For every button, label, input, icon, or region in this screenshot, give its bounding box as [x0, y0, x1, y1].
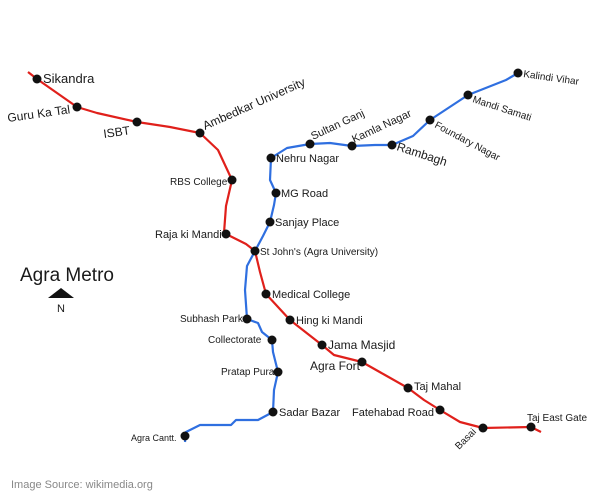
label-guru-ka-tal: Guru Ka Tal — [6, 102, 70, 125]
station-pratap-pura[interactable] — [273, 367, 283, 377]
station-foundary-nagar[interactable] — [425, 115, 435, 125]
station-sultan-ganj[interactable] — [305, 139, 315, 149]
label-agra-cantt: Agra Cantt. — [131, 433, 177, 443]
label-sanjay-place: Sanjay Place — [275, 217, 339, 229]
label-ambedkar-university: Ambedkar University — [201, 75, 308, 133]
station-labels: Sikandra Guru Ka Tal ISBT Ambedkar Unive… — [6, 69, 587, 452]
station-guru-ka-tal[interactable] — [72, 102, 82, 112]
label-mandi-samati: Mandi Samati — [471, 94, 533, 123]
station-collectorate[interactable] — [267, 335, 277, 345]
station-agra-cantt[interactable] — [180, 431, 190, 441]
label-hing-ki-mandi: Hing ki Mandi — [296, 315, 363, 327]
label-raja-ki-mandi: Raja ki Mandi — [155, 229, 222, 241]
map-title: Agra Metro — [20, 265, 114, 286]
label-subhash-park: Subhash Park — [180, 314, 244, 325]
station-basai[interactable] — [478, 423, 488, 433]
station-nehru-nagar[interactable] — [266, 153, 276, 163]
station-taj-east-gate[interactable] — [526, 422, 536, 432]
station-taj-mahal[interactable] — [403, 383, 413, 393]
red-line — [27, 71, 542, 433]
image-source: Image Source: wikimedia.org — [11, 479, 153, 491]
label-sikandra: Sikandra — [43, 71, 95, 86]
station-sikandra[interactable] — [32, 74, 42, 84]
label-rambagh: Rambagh — [395, 140, 449, 169]
label-nehru-nagar: Nehru Nagar — [276, 153, 339, 165]
label-basai: Basai — [453, 427, 478, 452]
station-jama-masjid[interactable] — [317, 340, 327, 350]
label-kalindi-vihar: Kalindi Vihar — [523, 69, 581, 88]
station-mandi-samati[interactable] — [463, 90, 473, 100]
station-medical-college[interactable] — [261, 289, 271, 299]
station-kalindi-vihar[interactable] — [513, 68, 523, 78]
station-raja-ki-mandi[interactable] — [221, 229, 231, 239]
north-label: N — [57, 303, 65, 315]
label-fatehabad-road: Fatehabad Road — [352, 407, 434, 419]
label-sadar-bazar: Sadar Bazar — [279, 407, 340, 419]
label-agra-fort: Agra Fort — [310, 359, 361, 373]
stations — [32, 68, 536, 441]
station-hing-ki-mandi[interactable] — [285, 315, 295, 325]
label-pratap-pura: Pratap Pura — [221, 367, 275, 378]
station-st-johns[interactable] — [250, 246, 260, 256]
label-mg-road: MG Road — [281, 188, 328, 200]
label-collectorate: Collectorate — [208, 335, 262, 346]
station-isbt[interactable] — [132, 117, 142, 127]
label-jama-masjid: Jama Masjid — [328, 338, 395, 352]
label-st-johns: St John's (Agra University) — [260, 247, 378, 258]
station-agra-fort[interactable] — [357, 357, 367, 367]
station-sadar-bazar[interactable] — [268, 407, 278, 417]
station-ambedkar-university[interactable] — [195, 128, 205, 138]
label-taj-mahal: Taj Mahal — [414, 381, 461, 393]
label-taj-east-gate: Taj East Gate — [527, 413, 587, 424]
label-rbs-college: RBS College — [170, 177, 228, 188]
station-subhash-park[interactable] — [242, 314, 252, 324]
station-mg-road[interactable] — [271, 188, 281, 198]
station-sanjay-place[interactable] — [265, 217, 275, 227]
north-arrow-icon — [48, 288, 74, 298]
station-fatehabad-road[interactable] — [435, 405, 445, 415]
station-rbs-college[interactable] — [227, 175, 237, 185]
label-isbt: ISBT — [102, 123, 131, 141]
blue-line — [183, 72, 519, 443]
station-rambagh[interactable] — [387, 140, 397, 150]
station-kamla-nagar[interactable] — [347, 141, 357, 151]
label-medical-college: Medical College — [272, 289, 350, 301]
